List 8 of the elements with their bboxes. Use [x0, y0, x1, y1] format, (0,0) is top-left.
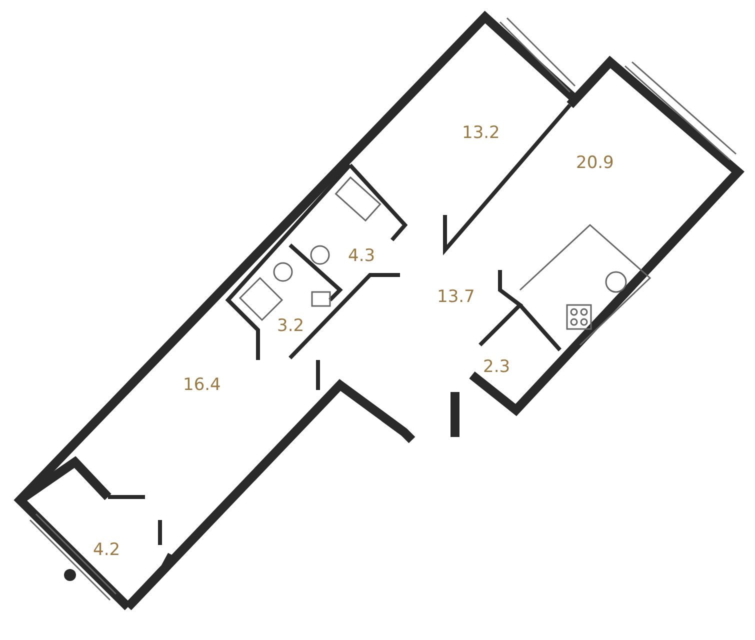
room-area: 20.9 [576, 153, 614, 173]
room-area: 4.2 [93, 540, 120, 560]
room-area: 13.2 [462, 123, 500, 143]
room-area: 4.3 [348, 246, 376, 266]
room-area: 3.2 [277, 316, 304, 336]
room-area: 16.4 [183, 375, 221, 395]
room-area: 2.3 [483, 357, 510, 377]
room-area: 13.7 [437, 287, 475, 307]
